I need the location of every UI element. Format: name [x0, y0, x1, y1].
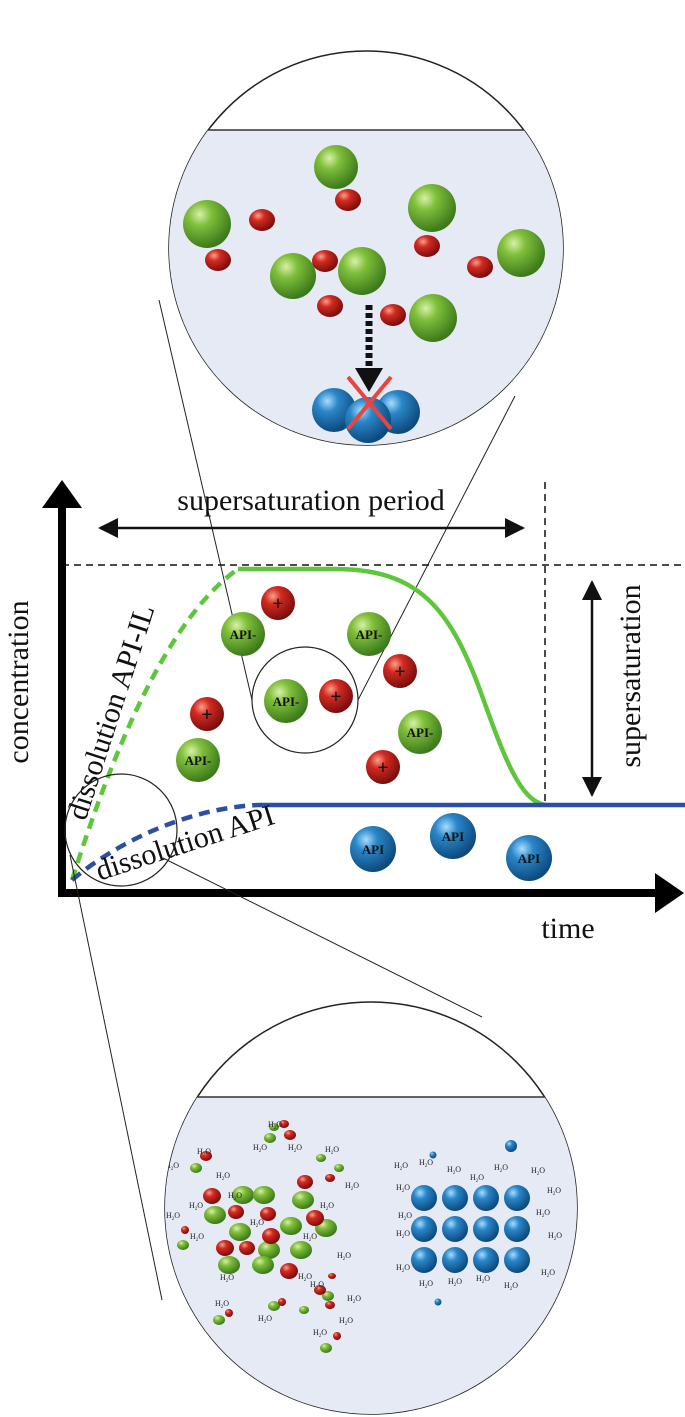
water-molecule-label: H2O — [547, 1186, 561, 1197]
precipitation-arrow — [355, 305, 383, 392]
concentration-time-plot: supersaturation period supersaturation c… — [2, 480, 685, 945]
dissolution-api-il-label: dissolution API-IL — [61, 600, 162, 823]
svg-text:API: API — [442, 829, 464, 844]
water-molecule-label: H2O — [345, 1181, 359, 1192]
api-particle: API — [350, 826, 396, 872]
water-molecule-label: H2O — [215, 1299, 229, 1310]
dissolution-api-label: dissolution API — [92, 799, 279, 888]
y-axis-label: concentration — [2, 600, 35, 763]
water-molecule-label: H2O — [396, 1263, 410, 1274]
water-molecule-label: H2O — [394, 1161, 408, 1172]
water-molecule-label: H2O — [310, 1280, 324, 1291]
svg-text:+: + — [330, 686, 341, 708]
water-molecule-label: H2O — [298, 1272, 312, 1283]
water-molecule-label: H2O — [476, 1274, 490, 1285]
water-molecule-label: H2O — [531, 1166, 545, 1177]
anion-particle: API- — [176, 738, 220, 782]
svg-text:+: + — [394, 661, 405, 683]
supersaturation-label: supersaturation — [614, 584, 647, 767]
top-zoom-bubble — [168, 50, 564, 446]
green-ion-group-top — [183, 145, 545, 342]
cation-particle: + — [366, 750, 400, 784]
svg-text:API: API — [362, 842, 384, 857]
water-molecule-label: H2O — [536, 1208, 550, 1219]
water-molecule-label: H2O — [288, 1143, 302, 1154]
water-molecule-label: H2O — [470, 1173, 484, 1184]
water-molecule-label: H2O — [337, 1251, 351, 1262]
water-molecule-label: H2O — [166, 1211, 180, 1222]
water-molecule-label: H2O — [419, 1279, 433, 1290]
api-dissolution-curve — [70, 802, 259, 882]
water-molecule-label: H2O — [396, 1183, 410, 1194]
cation-particle: + — [383, 654, 417, 688]
water-molecule-label: H2O — [419, 1158, 433, 1169]
svg-text:API-: API- — [356, 627, 383, 642]
water-molecule-label: H2O — [216, 1171, 230, 1182]
water-molecule-label: H2O — [398, 1211, 412, 1222]
api-crystal-lattice — [411, 1140, 530, 1306]
water-molecule-label: H2O — [197, 1147, 211, 1158]
anion-particle: API- — [398, 710, 442, 754]
zoom-circle-origin — [64, 773, 178, 887]
water-molecule-label: H2O — [339, 1316, 353, 1327]
api-particle: API — [506, 835, 552, 881]
cation-particle: + — [261, 586, 295, 620]
water-molecule-label: H2O — [268, 1120, 282, 1131]
water-molecule-label: H2O — [325, 1145, 339, 1156]
water-molecule-label: H2O — [504, 1281, 518, 1292]
water-molecule-label: H2O — [253, 1143, 267, 1154]
svg-text:+: + — [201, 704, 212, 726]
x-axis-arrowhead — [655, 873, 684, 913]
water-molecule-label: H2O — [548, 1231, 562, 1242]
api-particles: API API API — [350, 813, 552, 881]
svg-text:API-: API- — [230, 627, 257, 642]
water-molecule-label: H2O — [190, 1232, 204, 1243]
water-molecule-label: H2O — [189, 1201, 203, 1212]
water-molecule-label: H2O — [448, 1277, 462, 1288]
water-molecule-label: H2O — [228, 1191, 242, 1202]
zoom-line-bottom-right — [162, 857, 483, 1018]
x-axis-label: time — [541, 912, 594, 945]
svg-text:API-: API- — [185, 753, 212, 768]
supersaturation-period-label: supersaturation period — [177, 484, 444, 517]
water-molecule-label: H2O — [447, 1165, 461, 1176]
water-molecule-label: H2O — [396, 1229, 410, 1240]
water-molecule-label: H2O — [313, 1328, 327, 1339]
liquid-bottom — [165, 1097, 577, 1414]
svg-text:+: + — [272, 593, 283, 615]
svg-text:API: API — [518, 851, 540, 866]
cation-particle: + — [190, 697, 224, 731]
api-particle: API — [430, 813, 476, 859]
cation-particles: + + + + + — [190, 586, 417, 784]
svg-text:+: + — [377, 757, 388, 779]
zoom-line-bottom-left — [69, 854, 163, 1301]
dissolved-ion-cloud — [177, 1120, 344, 1353]
zoom-circle-plateau — [251, 646, 359, 754]
cation-particle: + — [319, 679, 353, 713]
anion-particle: API- — [221, 612, 265, 656]
anion-particle: API- — [264, 679, 308, 723]
water-molecule-label: H2O — [347, 1294, 361, 1305]
svg-text:API-: API- — [407, 725, 434, 740]
red-ion-group-top — [205, 189, 493, 326]
anion-particles: API- API- API- API- API- — [176, 612, 442, 782]
water-molecule-label: H2O — [220, 1273, 234, 1284]
y-axis-arrowhead — [42, 480, 82, 508]
api-il-supersaturated-curve — [238, 566, 546, 808]
water-molecule-label: H2O — [320, 1201, 334, 1212]
water-molecule-label: H2O — [541, 1268, 555, 1279]
water-molecule-label: H2O — [494, 1163, 508, 1174]
no-precipitation-cross-icon — [346, 375, 393, 431]
water-molecule-label: H2O — [258, 1314, 272, 1325]
water-molecule-label: H2O — [250, 1218, 264, 1229]
water-molecule-label: H2O — [303, 1232, 317, 1243]
bottom-zoom-bubble: H2OH2OH2OH2OH2OH2OH2OH2OH2OH2OH2OH2OH2OH… — [164, 1001, 578, 1415]
svg-text:API-: API- — [273, 694, 300, 709]
anion-particle: API- — [347, 612, 391, 656]
